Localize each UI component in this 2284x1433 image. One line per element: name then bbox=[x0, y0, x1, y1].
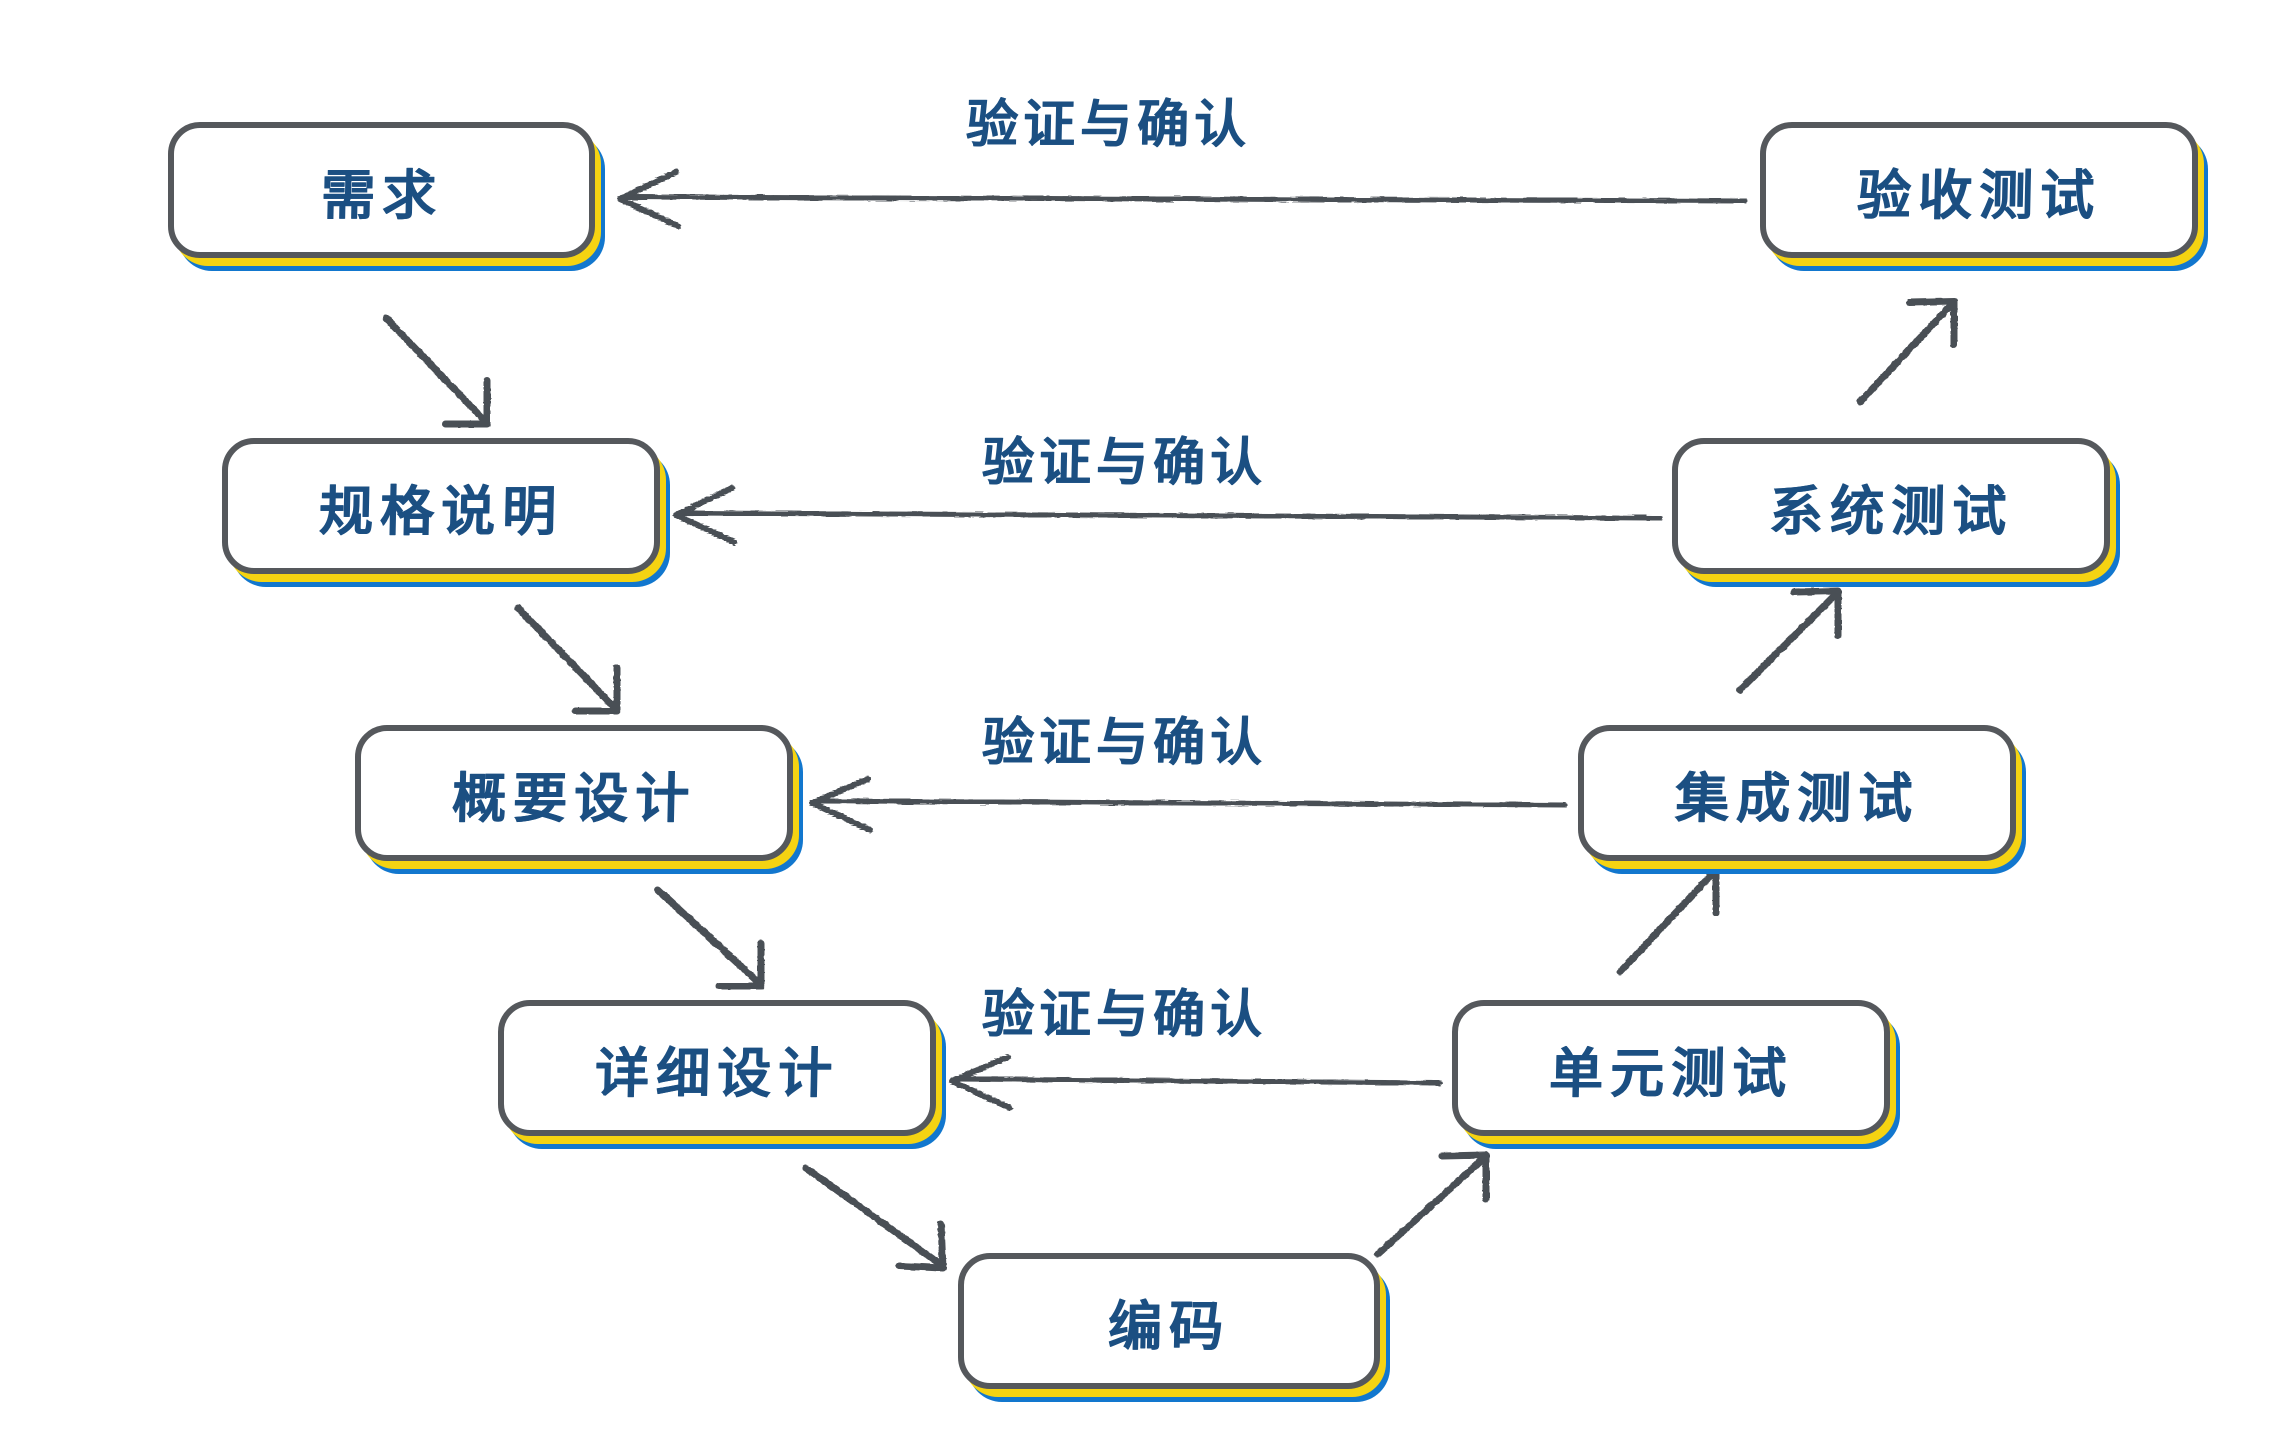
horizontal-arrow-system-to-specification bbox=[673, 485, 1663, 545]
node-detailed-design[interactable]: 详细设计 bbox=[498, 1000, 946, 1149]
box-face bbox=[1452, 1000, 1890, 1136]
box-face bbox=[355, 725, 793, 861]
node-specification[interactable]: 规格说明 bbox=[222, 438, 670, 587]
node-label-coding: 编码 bbox=[1107, 1294, 1231, 1358]
box-face bbox=[1760, 122, 2198, 258]
horizontal-arrow-acceptance-to-requirements bbox=[617, 169, 1748, 229]
node-label-integration-testing: 集成测试 bbox=[1674, 766, 1920, 830]
horizontal-arrow-unit-to-detailed-design bbox=[949, 1054, 1443, 1111]
node-acceptance-testing[interactable]: 验收测试 bbox=[1760, 122, 2208, 271]
node-label-system-testing: 系统测试 bbox=[1768, 479, 2014, 543]
diagonal-arrow-coding-to-unit-testing bbox=[1374, 1151, 1490, 1258]
node-high-level-design[interactable]: 概要设计 bbox=[355, 725, 803, 874]
diagonal-arrow-hld-to-detailed-design bbox=[654, 886, 765, 990]
diagonal-arrow-specification-to-hld bbox=[514, 604, 621, 715]
node-label-acceptance-testing: 验收测试 bbox=[1856, 163, 2102, 227]
horizontal-arrow-integration-to-hld bbox=[809, 776, 1568, 833]
node-label-requirements: 需求 bbox=[319, 163, 444, 227]
node-label-high-level-design: 概要设计 bbox=[451, 766, 697, 830]
node-label-specification: 规格说明 bbox=[318, 479, 564, 543]
diagonal-arrow-unit-to-integration-testing bbox=[1616, 865, 1720, 976]
box-face bbox=[1672, 438, 2110, 574]
diagonal-arrow-system-to-acceptance-testing bbox=[1856, 297, 1958, 406]
box-face bbox=[1578, 725, 2016, 861]
node-label-unit-testing: 单元测试 bbox=[1548, 1041, 1794, 1105]
node-requirements[interactable]: 需求 bbox=[168, 122, 605, 271]
node-system-testing[interactable]: 系统测试 bbox=[1672, 438, 2120, 587]
node-coding[interactable]: 编码 bbox=[958, 1253, 1390, 1402]
edge-label-vv-4: 验证与确认 bbox=[981, 985, 1268, 1045]
box-face bbox=[222, 438, 660, 574]
edge-label-vv-2: 验证与确认 bbox=[981, 433, 1268, 493]
box-face bbox=[168, 122, 595, 258]
edge-label-vv-1: 验证与确认 bbox=[965, 95, 1252, 155]
node-unit-testing[interactable]: 单元测试 bbox=[1452, 1000, 1900, 1149]
diagonal-arrow-requirements-to-specification bbox=[382, 314, 491, 428]
box-face bbox=[958, 1253, 1380, 1389]
edge-label-vv-3: 验证与确认 bbox=[981, 713, 1268, 773]
node-label-detailed-design: 详细设计 bbox=[594, 1041, 840, 1105]
diagonal-arrow-integration-to-system-testing bbox=[1736, 587, 1842, 694]
node-integration-testing[interactable]: 集成测试 bbox=[1578, 725, 2026, 874]
diagonal-arrow-detailed-design-to-coding bbox=[802, 1164, 947, 1272]
box-face bbox=[498, 1000, 936, 1136]
